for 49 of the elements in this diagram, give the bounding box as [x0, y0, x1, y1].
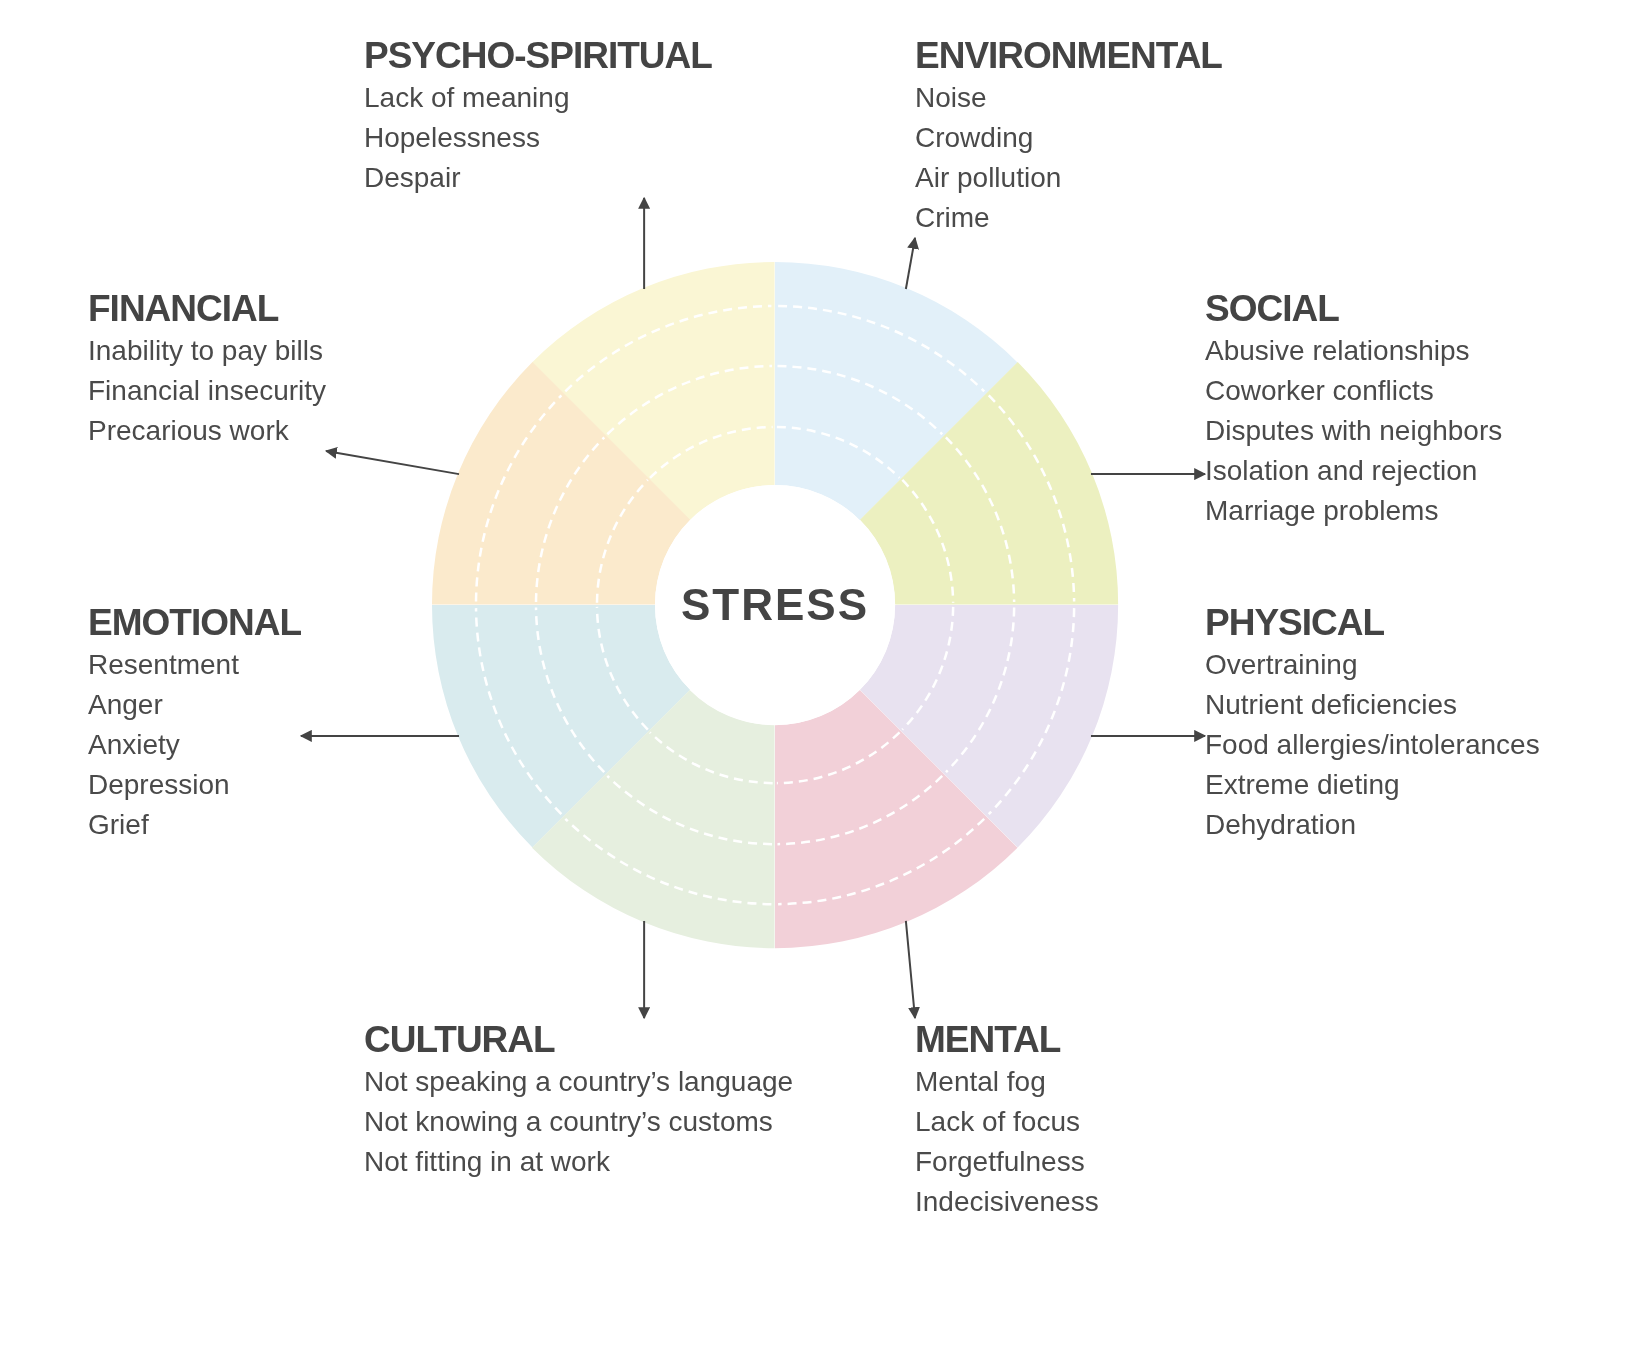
list-item: Nutrient deficiencies: [1205, 688, 1459, 722]
list-item: Extreme dieting: [1205, 768, 1401, 802]
list-item: Not knowing a country’s customs: [364, 1105, 774, 1139]
arrow: [638, 919, 651, 1020]
category-heading: FINANCIAL: [88, 287, 280, 331]
list-item: Anger: [88, 688, 164, 722]
list-item: Crime: [915, 201, 991, 235]
list-item: Lack of focus: [915, 1105, 1081, 1139]
category-heading: EMOTIONAL: [88, 601, 301, 645]
list-item: Lack of meaning: [364, 81, 571, 115]
list-item: Forgetfulness: [915, 1145, 1086, 1179]
list-item: Inability to pay bills: [88, 334, 324, 368]
category-heading: PHYSICAL: [1205, 601, 1386, 645]
arrow: [1089, 729, 1207, 742]
list-item: Grief: [88, 808, 150, 842]
arrow: [638, 196, 651, 291]
category-heading: PSYCHO-SPIRITUAL: [364, 34, 712, 78]
list-item: Mental fog: [915, 1065, 1047, 1099]
list-item: Abusive relationships: [1205, 334, 1471, 368]
list-item: Dehydration: [1205, 808, 1357, 842]
arrow: [1089, 468, 1207, 481]
list-item: Not fitting in at work: [364, 1145, 611, 1179]
list-item: Air pollution: [915, 161, 1063, 195]
category-heading: CULTURAL: [364, 1018, 556, 1062]
arrow: [299, 729, 461, 742]
list-item: Isolation and rejection: [1205, 454, 1479, 488]
list-item: Indecisiveness: [915, 1185, 1099, 1219]
category-heading: ENVIRONMENTAL: [915, 34, 1222, 78]
list-item: Food allergies/intolerances: [1205, 728, 1540, 762]
center-label: STRESS: [680, 580, 869, 630]
category-heading: MENTAL: [915, 1018, 1062, 1062]
arrow: [324, 446, 461, 476]
category-heading: SOCIAL: [1205, 287, 1340, 331]
arrow: [904, 919, 920, 1020]
list-item: Overtraining: [1205, 648, 1359, 682]
list-item: Anxiety: [88, 728, 181, 762]
list-item: Depression: [88, 768, 231, 802]
list-item: Financial insecurity: [88, 374, 327, 408]
list-item: Coworker conflicts: [1205, 374, 1435, 408]
list-item: Despair: [364, 161, 462, 195]
list-item: Resentment: [88, 648, 240, 682]
list-item: Marriage problems: [1205, 494, 1440, 528]
arrow: [904, 236, 919, 291]
list-item: Noise: [915, 81, 988, 115]
list-item: Crowding: [915, 121, 1035, 155]
list-item: Disputes with neighbors: [1205, 414, 1503, 448]
list-item: Precarious work: [88, 414, 290, 448]
list-item: Not speaking a country’s language: [364, 1065, 794, 1099]
list-item: Hopelessness: [364, 121, 541, 155]
